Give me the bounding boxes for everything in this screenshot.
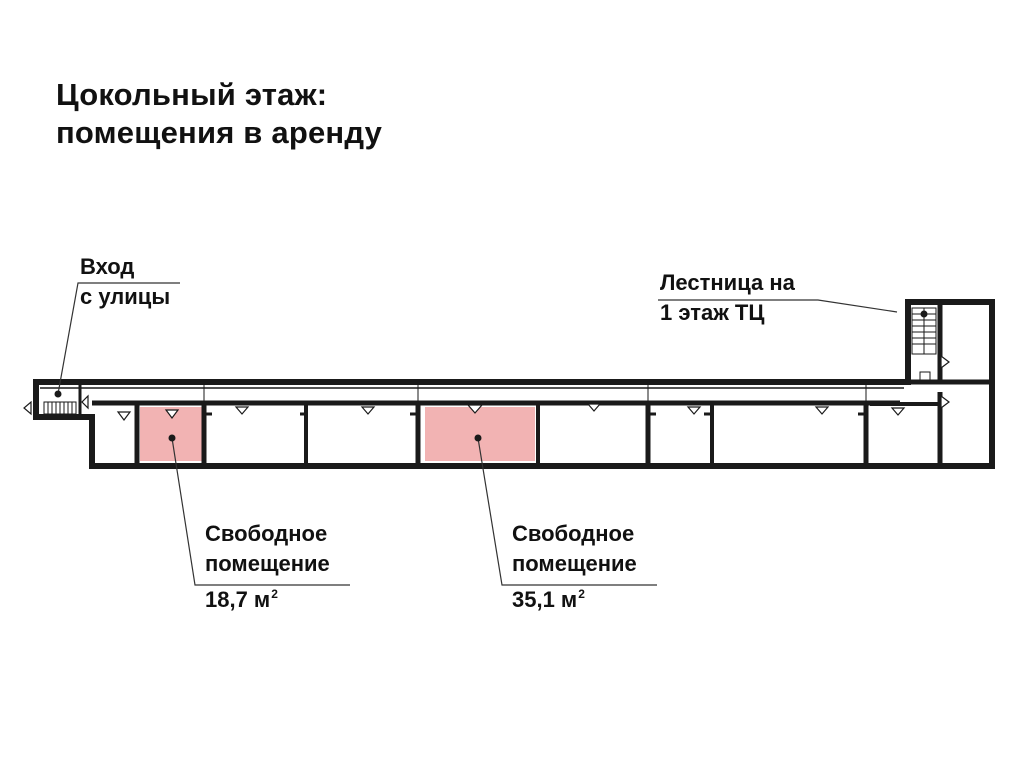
entrance-label-line-2: с улицы <box>80 284 171 309</box>
stairs-label-line-2: 1 этаж ТЦ <box>660 300 765 325</box>
room-b-area: 35,1 м2 <box>512 579 637 615</box>
room-b-area-unit-sup: 2 <box>578 587 585 601</box>
page-title: Цокольный этаж: помещения в аренду <box>56 76 382 152</box>
leader-lines <box>57 282 898 586</box>
room-a-area-unit-sup: 2 <box>271 587 278 601</box>
room-a-label-line-2: помещение <box>205 551 330 576</box>
room-a-label-line-1: Свободное <box>205 521 328 546</box>
room-b-label-line-1: Свободное <box>512 521 635 546</box>
entrance-label: Вход с улицы <box>80 252 170 312</box>
staircase-icon <box>911 307 937 381</box>
room-b-label: Свободное помещение 35,1 м2 <box>512 519 637 615</box>
stairs-label: Лестница на 1 этаж ТЦ <box>660 268 795 328</box>
doors <box>23 354 950 421</box>
title-line-2: помещения в аренду <box>56 115 383 150</box>
leader-dots <box>54 310 928 442</box>
room-b-label-line-2: помещение <box>512 551 637 576</box>
room-b-area-value: 35,1 м <box>512 587 578 612</box>
room-a-area: 18,7 м2 <box>205 579 330 615</box>
stairs-label-line-1: Лестница на <box>660 270 795 295</box>
entrance-stairs-icon <box>43 401 77 415</box>
walls <box>33 299 995 469</box>
entrance-label-line-1: Вход <box>80 254 135 279</box>
room-a-label: Свободное помещение 18,7 м2 <box>205 519 330 615</box>
room-a-area-value: 18,7 м <box>205 587 271 612</box>
title-line-1: Цокольный этаж: <box>56 77 328 112</box>
